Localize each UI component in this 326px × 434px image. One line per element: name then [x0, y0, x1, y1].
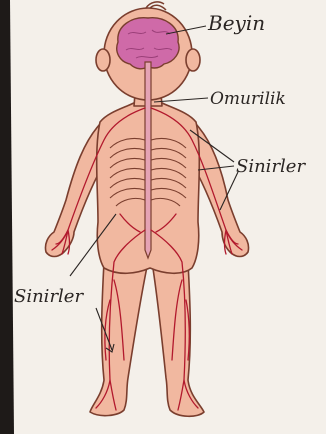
label-spinal-cord: Omurilik	[210, 89, 286, 109]
spinal-cord	[145, 62, 151, 258]
left-ear	[96, 49, 110, 71]
label-nerves-right: Sinirler	[236, 156, 306, 177]
brain	[117, 18, 179, 69]
right-ear	[186, 49, 200, 71]
label-nerves-left: Sinirler	[14, 286, 84, 307]
label-brain: Beyin	[207, 11, 265, 35]
